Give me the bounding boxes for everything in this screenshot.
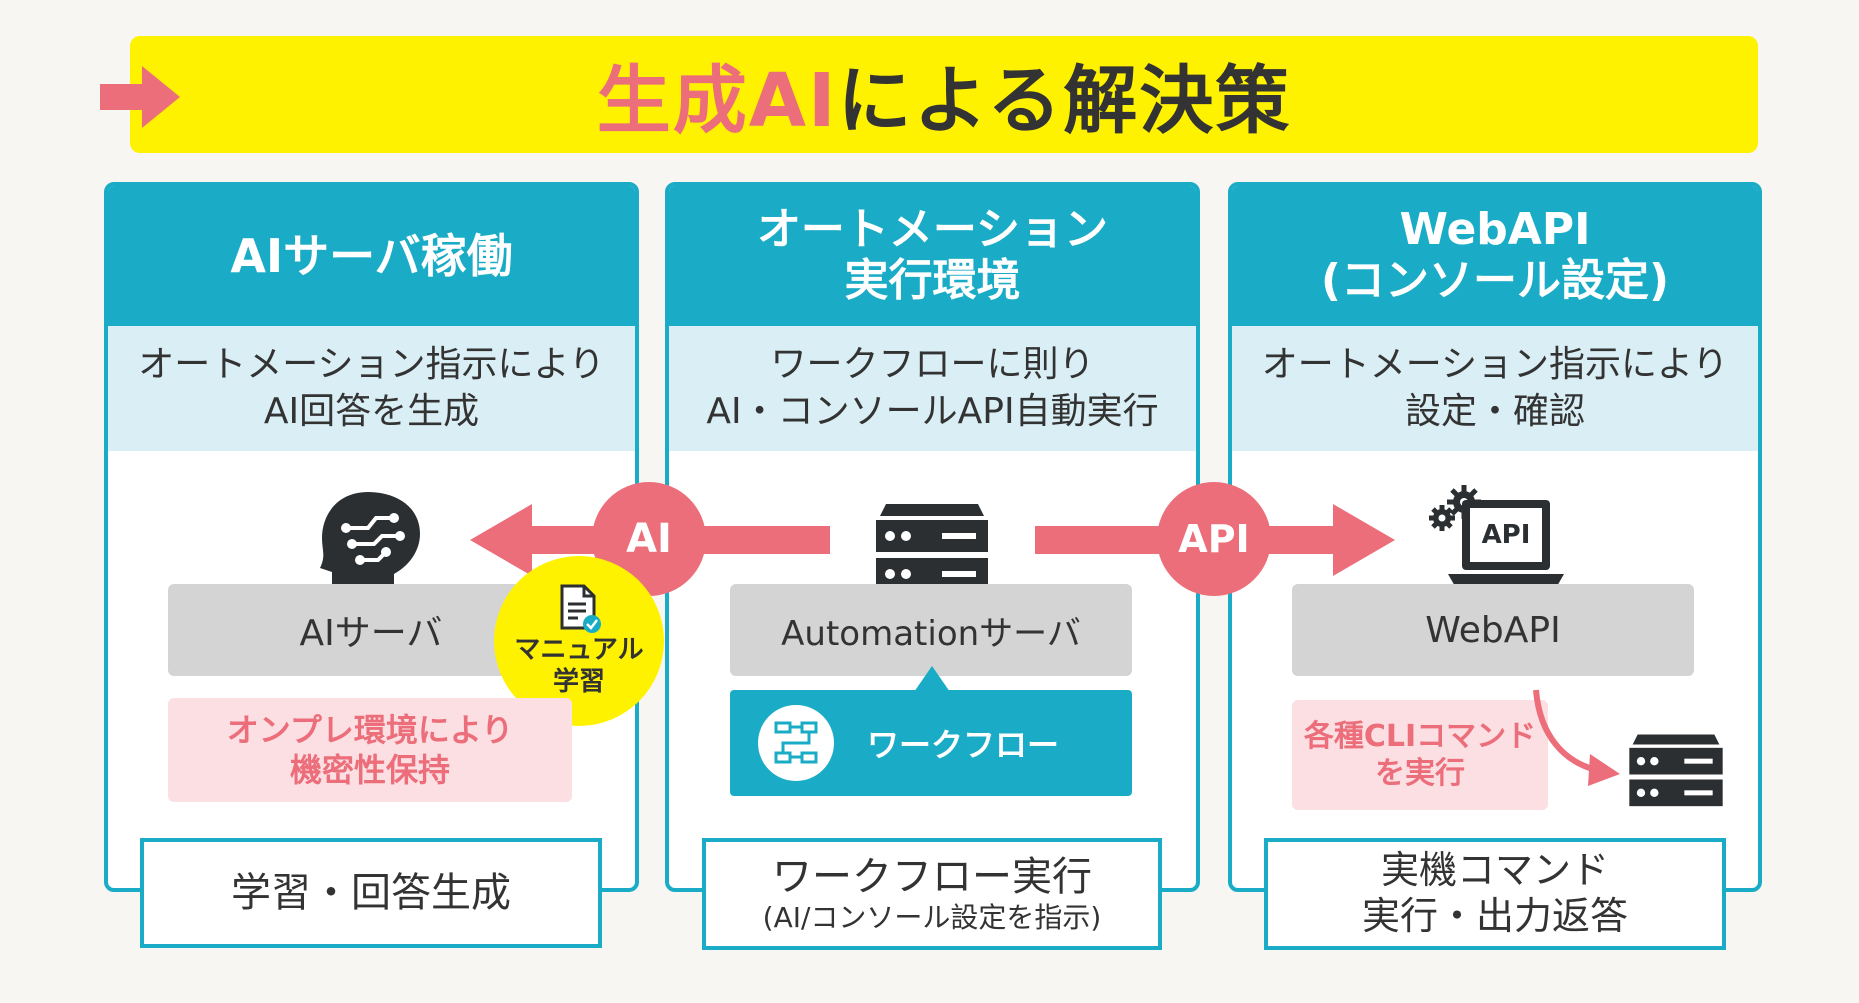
laptop-api-icon — [1429, 485, 1564, 588]
result-line: ワークフロー実行 — [772, 854, 1092, 901]
security-note: オンプレ環境により 機密性保持 — [168, 698, 572, 802]
caret-up-icon — [914, 666, 950, 692]
server-label: Automationサーバ — [781, 613, 1081, 654]
note-line: オンプレ環境により — [226, 711, 514, 749]
panel-desc-line: AI・コンソールAPI自動実行 — [706, 390, 1159, 432]
result-line: 実行・出力返答 — [1361, 894, 1628, 938]
panel-desc-line: AI回答を生成 — [263, 390, 480, 432]
panel-title: AIサーバ稼働 — [108, 186, 635, 326]
server-icon — [876, 504, 988, 590]
panel-title-line: オートメーション — [756, 204, 1109, 256]
note-line: 各種CLIコマンド — [1303, 718, 1537, 754]
panel-title-line: WebAPI — [1399, 204, 1591, 256]
arrow-right-icon — [100, 66, 180, 128]
panel-desc-line: ワークフローに則り — [770, 343, 1095, 385]
automation-server-bar: Automationサーバ — [730, 584, 1132, 676]
curved-arrow-icon — [1533, 689, 1620, 786]
result-subline: (AI/コンソール設定を指示) — [762, 901, 1102, 935]
cli-note: 各種CLIコマンド を実行 — [1292, 700, 1548, 810]
note-line: を実行 — [1375, 756, 1465, 791]
api-label: API — [1178, 517, 1250, 561]
workflow-icon — [758, 705, 834, 781]
panel-title: WebAPI (コンソール設定) — [1232, 186, 1758, 326]
panel-desc-line: 設定・確認 — [1404, 390, 1585, 432]
laptop-api-label: API — [1481, 520, 1531, 550]
panel-title-line: (コンソール設定) — [1320, 255, 1670, 306]
server-label: WebAPI — [1425, 609, 1561, 651]
result-box: 実機コマンド 実行・出力返答 — [1264, 838, 1726, 950]
manual-badge-line: 学習 — [552, 667, 605, 697]
result-line: 実機コマンド — [1380, 848, 1609, 893]
banner-title-rest: による解決策 — [837, 58, 1292, 144]
banner-title-highlight: 生成AI — [596, 58, 838, 144]
ai-label: AI — [626, 516, 672, 562]
manual-learning-badge: マニュアル 学習 — [494, 556, 664, 726]
panel-title-line: 実行環境 — [844, 255, 1021, 306]
manual-badge-line: マニュアル — [514, 634, 644, 665]
panel-title: オートメーション 実行環境 — [669, 186, 1196, 326]
panel-description: オートメーション指示により 設定・確認 — [1232, 326, 1758, 451]
server-label: AIサーバ — [299, 613, 443, 654]
banner-title: 生成AIによる解決策 — [597, 41, 1292, 148]
panel-description: オートメーション指示により AI回答を生成 — [108, 326, 635, 451]
result-line: 学習・回答生成 — [231, 870, 511, 916]
panel-desc-line: オートメーション指示により — [1261, 343, 1729, 385]
workflow-box: ワークフロー — [730, 690, 1132, 796]
server-icon — [1629, 734, 1723, 807]
ai-head-icon — [320, 492, 420, 596]
result-box: 学習・回答生成 — [140, 838, 602, 948]
note-line: 機密性保持 — [289, 751, 450, 789]
panel-desc-line: オートメーション指示により — [138, 343, 605, 385]
panel-description: ワークフローに則り AI・コンソールAPI自動実行 — [669, 326, 1196, 451]
document-check-icon — [560, 584, 601, 633]
title-banner: 生成AIによる解決策 — [130, 36, 1758, 153]
webapi-bar: WebAPI — [1292, 584, 1694, 676]
panel-title-line: AIサーバ稼働 — [230, 228, 513, 283]
api-connector-label: API — [1157, 482, 1271, 596]
workflow-label: ワークフロー — [866, 726, 1059, 764]
result-box: ワークフロー実行 (AI/コンソール設定を指示) — [702, 838, 1162, 950]
